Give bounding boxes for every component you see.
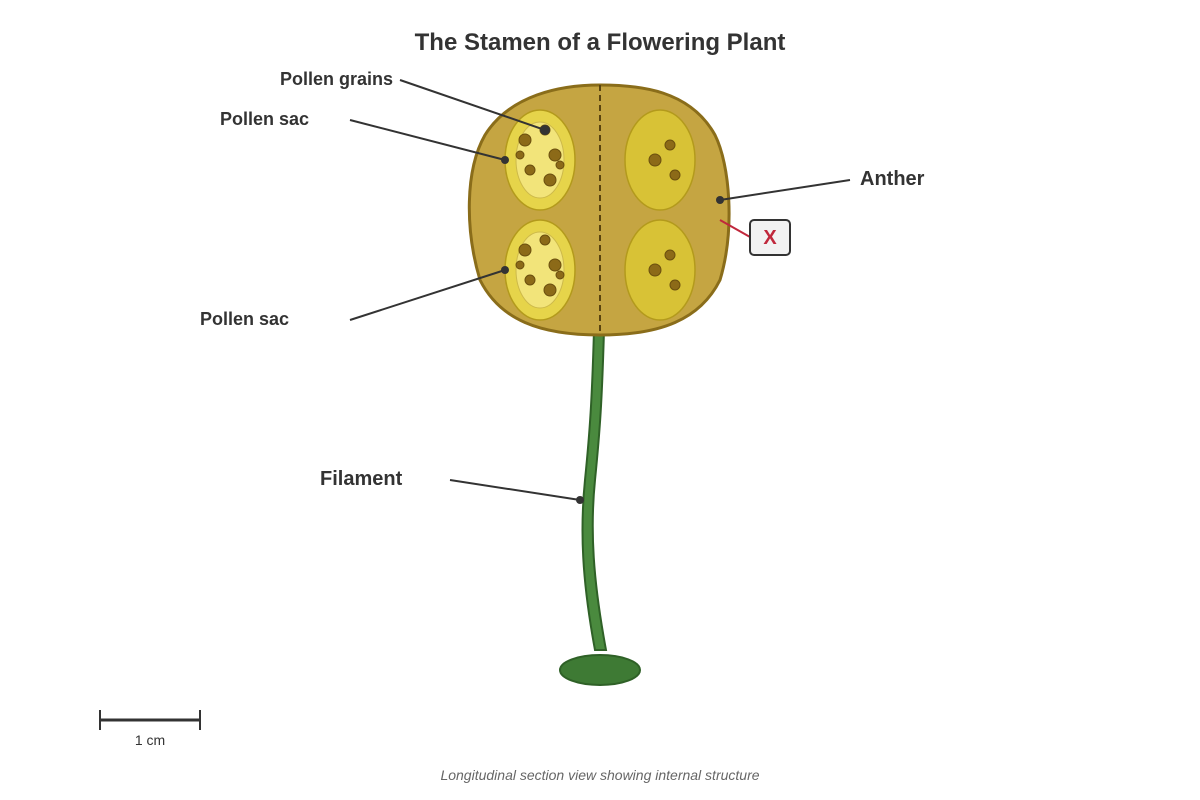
- receptacle-base: [559, 654, 641, 686]
- figure-caption: Longitudinal section view showing intern…: [440, 767, 759, 783]
- pollen-grain: [524, 274, 536, 286]
- pollen-grain: [524, 164, 536, 176]
- pollen-grain: [548, 148, 562, 162]
- label-pollen-sac-upper: Pollen sac: [220, 109, 309, 129]
- pollen-grain: [664, 249, 676, 261]
- pollen-grain: [648, 263, 662, 277]
- leader-unknown-marker: [719, 219, 751, 238]
- label-filament: Filament: [320, 468, 403, 490]
- leader-pollen-sac-lower: [349, 269, 506, 321]
- pollen-grain: [548, 258, 562, 272]
- pollen-grain: [664, 139, 676, 151]
- pollen-grain: [539, 234, 551, 246]
- pollen-grain: [555, 160, 565, 170]
- anther: [467, 83, 731, 337]
- leader-dot-pollen-sac-lower: [501, 266, 509, 274]
- scale-bar: 1 cm: [99, 710, 201, 748]
- leader-pollen-sac-upper: [349, 119, 506, 161]
- filament: [559, 329, 641, 686]
- pollen-grain: [518, 243, 532, 257]
- leader-dot-pollen-grains: [540, 125, 550, 135]
- label-pollen-sac-lower: Pollen sac: [200, 309, 289, 329]
- label-anther: Anther: [860, 168, 925, 190]
- leader-filament: [449, 479, 581, 501]
- pollen-sac-lower-left: [504, 219, 576, 321]
- scale-bar-label: 1 cm: [135, 732, 165, 748]
- label-pollen-grains: Pollen grains: [280, 69, 393, 89]
- pollen-grain: [518, 133, 532, 147]
- pollen-grain: [648, 153, 662, 167]
- unknown-marker-label: X: [763, 227, 777, 249]
- leader-dot-filament: [576, 496, 584, 504]
- pollen-grain: [515, 260, 525, 270]
- leader-dot-pollen-sac-upper: [501, 156, 509, 164]
- leader-dot-anther: [716, 196, 724, 204]
- pollen-grain: [669, 279, 681, 291]
- diagram-title: The Stamen of a Flowering Plant: [415, 29, 786, 56]
- pollen-grain: [555, 270, 565, 280]
- pollen-grain: [669, 169, 681, 181]
- leader-pollen-grains: [399, 79, 546, 131]
- leader-lines: [349, 79, 851, 504]
- pollen-grain: [515, 150, 525, 160]
- pollen-sac-upper-left: [504, 109, 576, 211]
- unknown-marker-box: X: [749, 219, 791, 256]
- filament-stalk: [581, 329, 608, 651]
- pollen-grain: [543, 283, 557, 297]
- pollen-sac-lower-right: [624, 219, 696, 321]
- pollen-sac-upper-right: [624, 109, 696, 211]
- pollen-grain: [543, 173, 557, 187]
- leader-anther: [719, 179, 851, 201]
